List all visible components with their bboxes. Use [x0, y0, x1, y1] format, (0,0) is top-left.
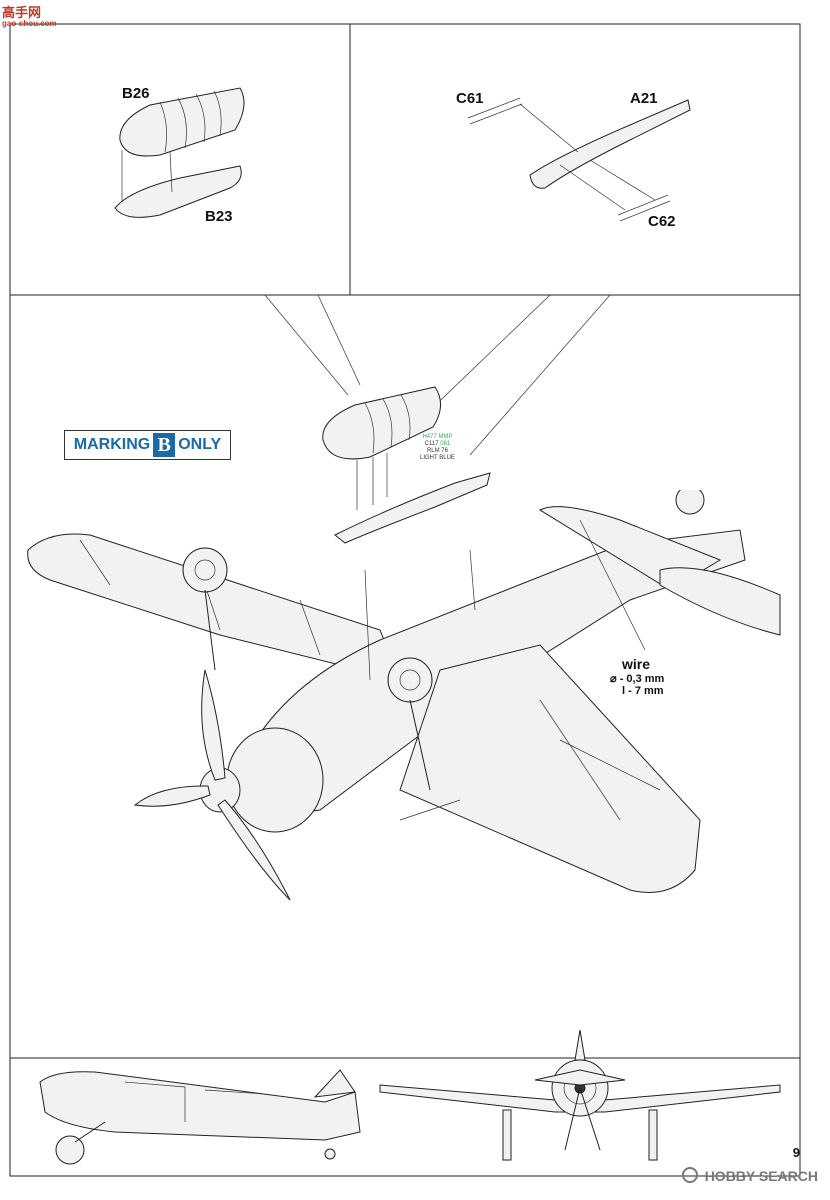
wire-length: l - 7 mm [622, 685, 664, 697]
wire-title: wire [622, 656, 651, 672]
wire-diameter: - 0,3 mm [619, 673, 665, 685]
marking-suffix: ONLY [178, 436, 222, 453]
aircraft-iso-icon [27, 490, 781, 901]
part-label-a21: A21 [630, 90, 658, 107]
part-label-c62: C62 [648, 213, 676, 230]
page-number: 9 [792, 1145, 800, 1160]
wire-note: wire ⌀ - 0,3 mm l - 7 mm [610, 656, 665, 697]
drop-tank-icon [114, 87, 245, 218]
rack-icon [467, 97, 691, 222]
part-label-b23: B23 [205, 208, 233, 225]
part-label-c61: C61 [456, 90, 484, 107]
watermark-logo: 高手网 gao-shou.com [2, 5, 57, 28]
watermark-hobby-search: HOBBY SEARCH [681, 1167, 818, 1184]
paint-callout: H477 MMP C117 061 RLM 76 LIGHT BLUE [420, 434, 455, 461]
aircraft-front-icon [379, 1030, 781, 1161]
center-tank-icon [322, 386, 491, 544]
marking-prefix: MARKING [73, 436, 151, 453]
hobby-search-logo-icon [681, 1167, 698, 1183]
marking-letter: B [153, 433, 176, 457]
marking-badge: MARKING B ONLY [64, 430, 231, 460]
aircraft-side-icon [39, 1069, 361, 1165]
part-label-b26: B26 [122, 85, 150, 102]
